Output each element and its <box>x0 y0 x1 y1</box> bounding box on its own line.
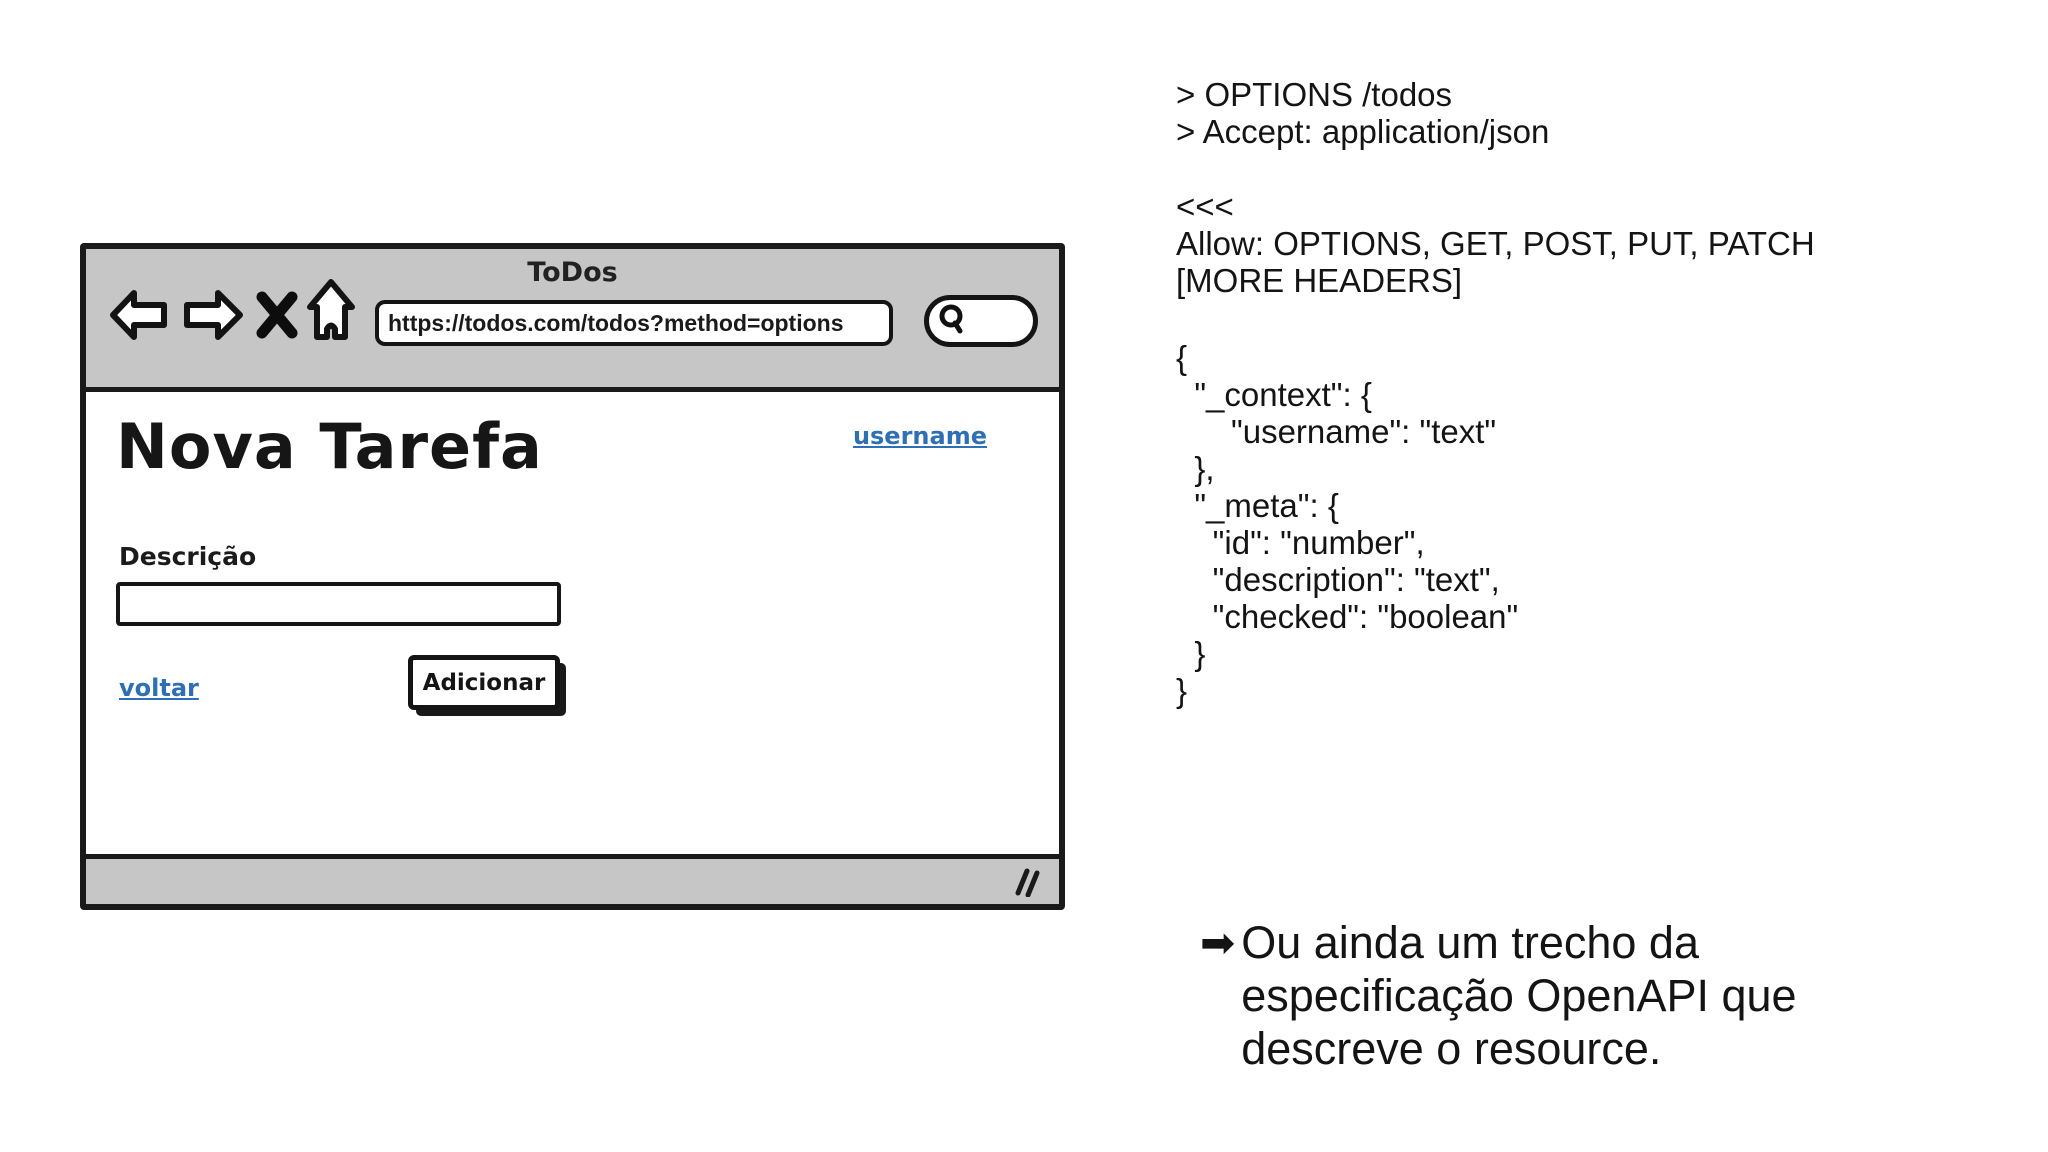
browser-toolbar: ToDos ht <box>86 249 1059 392</box>
page-content: Nova Tarefa username Descrição voltar Ad… <box>86 392 1059 854</box>
search-box[interactable] <box>924 295 1038 347</box>
voltar-link[interactable]: voltar <box>119 674 199 702</box>
http-request-text: > OPTIONS /todos > Accept: application/j… <box>1176 76 1550 150</box>
url-text: https://todos.com/todos?method=options <box>388 309 844 336</box>
adicionar-button[interactable]: Adicionar <box>408 655 560 710</box>
home-icon[interactable] <box>305 277 357 352</box>
url-bar[interactable]: https://todos.com/todos?method=options <box>375 300 893 346</box>
browser-statusbar <box>86 854 1059 904</box>
http-response-body: { "_context": { "username": "text" }, "_… <box>1176 339 1519 709</box>
page-title: Nova Tarefa <box>116 410 543 483</box>
search-icon <box>936 302 970 341</box>
window-title: ToDos <box>527 257 618 288</box>
note: ➡ Ou ainda um trecho da especificação Op… <box>1200 916 1797 1075</box>
http-response-headers: <<< Allow: OPTIONS, GET, POST, PUT, PATC… <box>1176 188 1815 299</box>
arrow-bullet-icon: ➡ <box>1200 918 1236 967</box>
http-example-panel: > OPTIONS /todos > Accept: application/j… <box>1176 76 1815 709</box>
resize-handle-icon[interactable] <box>1013 867 1043 902</box>
description-label: Descrição <box>119 542 257 571</box>
browser-mockup-window: ToDos ht <box>80 243 1065 910</box>
username-link[interactable]: username <box>852 422 987 450</box>
forward-icon[interactable] <box>180 285 246 352</box>
stop-icon[interactable] <box>254 289 300 346</box>
back-icon[interactable] <box>108 285 170 352</box>
note-text: Ou ainda um trecho da especificação Open… <box>1241 917 1797 1074</box>
description-input[interactable] <box>116 582 561 626</box>
